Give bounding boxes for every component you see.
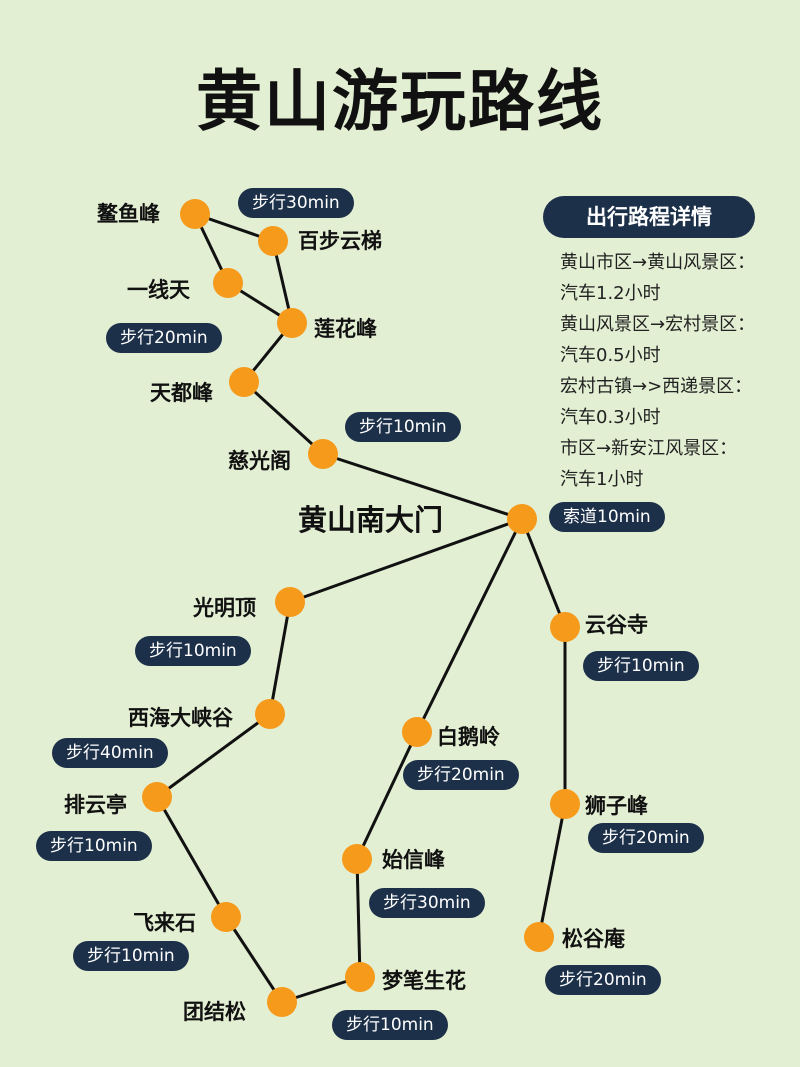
stop-marker-baie xyxy=(402,717,432,747)
route-line-shixin-baie xyxy=(355,731,419,860)
route-line-mengbi-shixin xyxy=(355,858,362,978)
stop-marker-songgu xyxy=(524,922,554,952)
stop-marker-yungu xyxy=(550,612,580,642)
duration-badge: 步行30min xyxy=(369,888,485,918)
details-line: 汽车1.2小时 xyxy=(560,283,661,304)
stop-marker-nandamen xyxy=(507,504,537,534)
stop-marker-tuanjie xyxy=(267,987,297,1017)
stop-marker-feilai xyxy=(211,902,241,932)
duration-badge: 步行10min xyxy=(36,831,152,861)
stop-marker-guangming xyxy=(275,587,305,617)
stop-label-xihai: 西海大峡谷 xyxy=(128,706,233,730)
stop-marker-shizi xyxy=(550,789,580,819)
stop-marker-shixin xyxy=(342,844,372,874)
route-line-nandamen-yungu xyxy=(520,518,567,628)
route-line-guangming-xihai xyxy=(268,601,292,715)
duration-badge: 步行10min xyxy=(345,412,461,442)
stop-marker-paiyun xyxy=(142,782,172,812)
route-line-paiyun-feilai xyxy=(155,796,228,918)
duration-badge: 步行40min xyxy=(52,738,168,768)
duration-badge: 索道10min xyxy=(549,502,665,532)
duration-badge: 步行20min xyxy=(588,823,704,853)
stop-label-mengbi: 梦笔生花 xyxy=(382,969,466,993)
stop-label-baie: 白鹅岭 xyxy=(437,725,500,749)
page-title: 黄山游玩路线 xyxy=(196,63,604,140)
stop-label-tiandu: 天都峰 xyxy=(150,381,213,405)
stop-marker-lianhua xyxy=(277,308,307,338)
stop-label-nandamen: 黄山南大门 xyxy=(298,503,444,537)
duration-badge: 步行20min xyxy=(403,760,519,790)
route-line-tiandu-ciguang xyxy=(242,380,325,456)
stop-label-guangming: 光明顶 xyxy=(193,596,256,620)
stop-marker-mengbi xyxy=(345,962,375,992)
duration-badge: 步行10min xyxy=(583,651,699,681)
details-line: 黄山风景区→宏村景区： xyxy=(560,314,756,335)
stop-marker-aoyu xyxy=(180,199,210,229)
details-line: 汽车0.5小时 xyxy=(560,345,661,366)
details-line: 宏村古镇→>西递景区： xyxy=(560,376,753,397)
details-list: 黄山市区→黄山风景区： 汽车1.2小时 黄山风景区→宏村景区： 汽车0.5小时 … xyxy=(560,247,755,495)
duration-badge: 步行20min xyxy=(545,965,661,995)
duration-badge: 步行20min xyxy=(106,323,222,353)
route-line-shizi-songgu xyxy=(537,803,567,938)
duration-badge: 步行10min xyxy=(332,1010,448,1040)
stop-marker-baibu xyxy=(258,226,288,256)
stop-marker-xihai xyxy=(255,699,285,729)
stop-label-baibu: 百步云梯 xyxy=(298,229,382,253)
stop-label-yixian: 一线天 xyxy=(127,278,190,302)
details-line: 汽车1小时 xyxy=(560,469,644,490)
stop-label-ciguang: 慈光阁 xyxy=(228,449,291,473)
stop-label-tuanjie: 团结松 xyxy=(183,1000,246,1024)
route-line-nandamen-guangming xyxy=(289,517,523,604)
stop-marker-yixian xyxy=(213,268,243,298)
route-line-baie-nandamen xyxy=(415,518,524,733)
route-line-feilai-tuanjie xyxy=(224,916,284,1003)
route-line-xihai-paiyun xyxy=(156,712,271,799)
route-line-ciguang-nandamen xyxy=(322,452,523,521)
stop-label-shizi: 狮子峰 xyxy=(585,794,648,818)
details-line: 市区→新安江风景区： xyxy=(560,438,738,459)
stop-label-songgu: 松谷庵 xyxy=(562,927,625,951)
stop-label-aoyu: 鳌鱼峰 xyxy=(97,202,160,226)
stop-label-feilai: 飞来石 xyxy=(133,911,196,935)
duration-badge: 步行10min xyxy=(73,941,189,971)
details-heading: 出行路程详情 xyxy=(543,196,755,238)
duration-badge: 步行30min xyxy=(238,188,354,218)
stop-label-yungu: 云谷寺 xyxy=(585,613,648,637)
stop-label-shixin: 始信峰 xyxy=(382,848,445,872)
stop-marker-ciguang xyxy=(308,439,338,469)
stop-label-paiyun: 排云亭 xyxy=(64,793,127,817)
stop-label-lianhua: 莲花峰 xyxy=(314,317,377,341)
duration-badge: 步行10min xyxy=(135,636,251,666)
stop-marker-tiandu xyxy=(229,367,259,397)
details-line: 黄山市区→黄山风景区： xyxy=(560,252,756,273)
details-line: 汽车0.3小时 xyxy=(560,407,661,428)
